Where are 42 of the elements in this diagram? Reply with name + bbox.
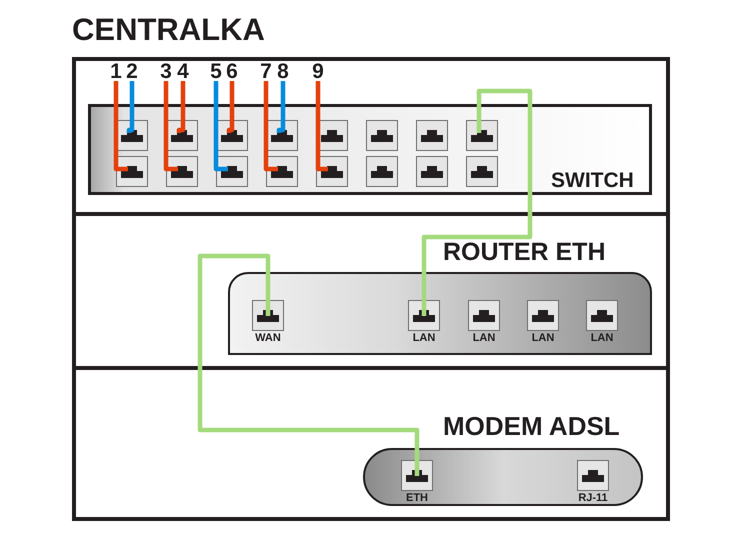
ethernet-port [266, 156, 298, 187]
ethernet-port [416, 156, 448, 187]
rack-title: CENTRALKA [72, 14, 265, 45]
port-number: 9 [311, 61, 325, 82]
port-number: 6 [225, 61, 239, 82]
cable [114, 81, 128, 172]
port-label: LAN [412, 333, 436, 344]
cable [276, 81, 286, 133]
cable [422, 88, 532, 316]
ethernet-port [116, 156, 148, 187]
port-label: WAN [254, 333, 282, 344]
ethernet-port [416, 120, 448, 151]
cable [176, 81, 186, 133]
ethernet-port [466, 120, 498, 151]
switch-panel [88, 104, 652, 195]
ethernet-port [466, 156, 498, 187]
cable [264, 81, 278, 172]
cable [198, 254, 420, 476]
port-label: LAN [530, 333, 556, 344]
device-label: ROUTER ETH [443, 240, 606, 265]
port-number: 1 [109, 61, 123, 82]
port-number: 7 [259, 61, 273, 82]
ethernet-port [366, 120, 398, 151]
cable [164, 81, 178, 172]
port-label: LAN [472, 333, 496, 344]
port-label: ETH [405, 493, 429, 504]
port-number: 4 [176, 61, 190, 82]
ethernet-port [366, 156, 398, 187]
cable [126, 81, 134, 133]
port-number: 2 [125, 61, 139, 82]
device-label: SWITCH [551, 170, 634, 191]
cable [214, 81, 228, 172]
port-label: LAN [590, 333, 614, 344]
port-number: 5 [209, 61, 223, 82]
cable [226, 81, 234, 133]
cable [316, 81, 328, 172]
ethernet-port [166, 156, 198, 187]
device-label: MODEM ADSL [443, 413, 620, 439]
port-number: 8 [276, 61, 290, 82]
port-number: 3 [159, 61, 173, 82]
ethernet-port [216, 156, 248, 187]
port-label: RJ-11 [577, 493, 609, 504]
